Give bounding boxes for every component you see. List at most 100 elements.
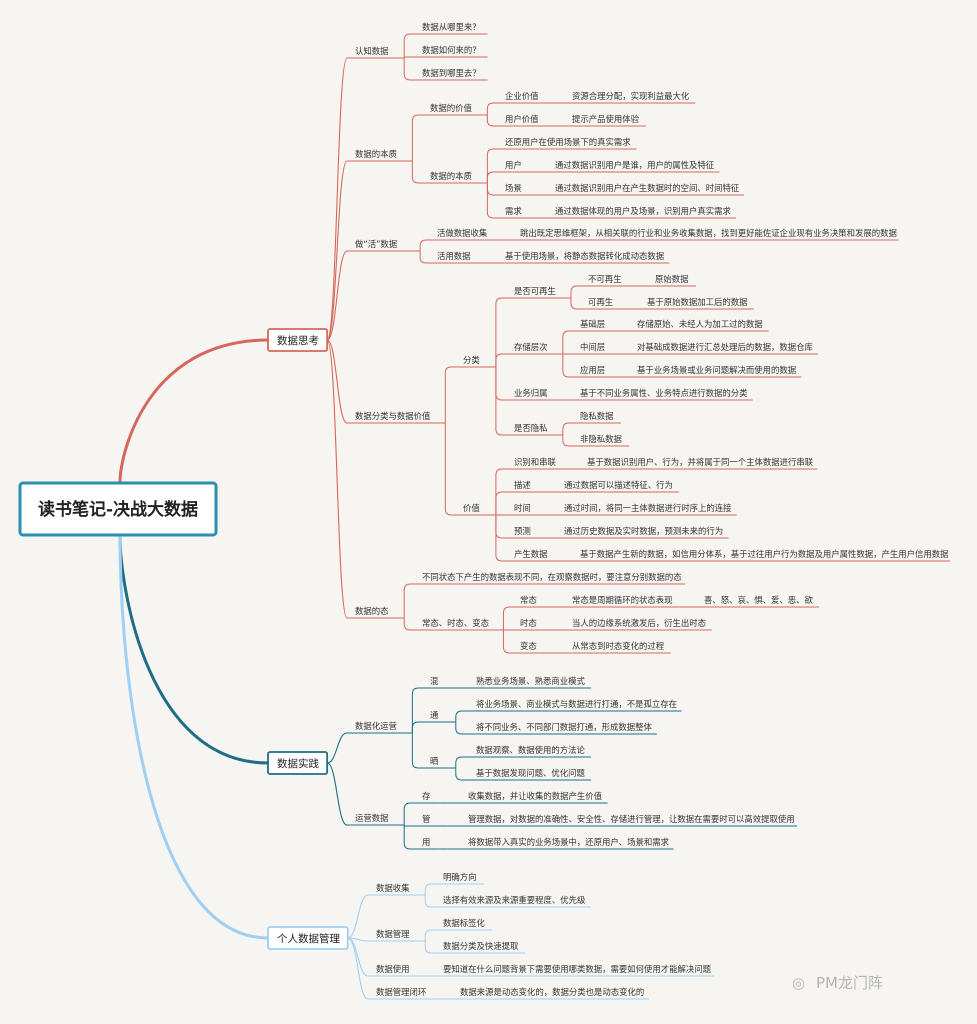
- node-label[interactable]: 存: [422, 791, 431, 801]
- node-label[interactable]: 提示产品使用体验: [572, 114, 640, 124]
- node-label[interactable]: 运营数据: [355, 813, 389, 823]
- node-label[interactable]: 做“活”数据: [355, 239, 398, 249]
- node-label[interactable]: 对基础成数据进行汇总处理后的数据，数据仓库: [637, 342, 813, 352]
- node-label[interactable]: 数据管理: [376, 929, 410, 939]
- node-label[interactable]: 存储原始、未经人为加工过的数据: [637, 319, 763, 329]
- node-label[interactable]: 用户价值: [505, 114, 539, 124]
- branch-label[interactable]: 个人数据管理: [277, 932, 340, 945]
- node-label[interactable]: 数据分类及快速提取: [443, 941, 519, 951]
- node-label[interactable]: 活用数据: [437, 251, 471, 261]
- node-label[interactable]: 基础层: [580, 319, 605, 329]
- node-label[interactable]: 通过数据可以描述特征、行为: [564, 480, 673, 490]
- node-label[interactable]: 数据到哪里去？: [422, 68, 481, 78]
- node-label[interactable]: 企业价值: [505, 91, 539, 101]
- node-label[interactable]: 跳出既定思维框架，从相关联的行业和业务收集数据，找到更好能佐证企业现有业务决策和…: [520, 228, 897, 238]
- node-label[interactable]: 基于业务场景或业务问题解决而使用的数据: [637, 365, 797, 375]
- node-label[interactable]: 通过数据识别用户是谁，用户的属性及特征: [555, 160, 715, 170]
- node-label[interactable]: 基于数据产生新的数据，如信用分体系，基于过往用户行为数据及用户属性数据，产生用户…: [580, 549, 949, 559]
- node-label[interactable]: 管理数据，对数据的准确性、安全性、存储进行管理，让数据在需要时可以高效提取使用: [468, 814, 795, 824]
- node-label[interactable]: 中间层: [580, 342, 605, 352]
- node-label[interactable]: 从常态到时态变化的过程: [572, 641, 665, 651]
- node-label[interactable]: 用: [422, 837, 430, 847]
- node-label[interactable]: 数据的本质: [355, 149, 397, 159]
- node-label[interactable]: 数据标签化: [443, 918, 485, 928]
- node-label[interactable]: 基于数据识别用户、行为，并将属于同一个主体数据进行串联: [587, 457, 814, 467]
- node-label[interactable]: 基于不同业务属性、业务特点进行数据的分类: [580, 388, 748, 398]
- root-title[interactable]: 读书笔记-决战大数据: [38, 499, 198, 520]
- node-label[interactable]: 熟悉业务场景、熟悉商业模式: [476, 676, 585, 686]
- node-label[interactable]: 通过时间，将同一主体数据进行时序上的连接: [564, 503, 732, 513]
- node-label[interactable]: 用户: [505, 160, 522, 170]
- node-label[interactable]: 数据化运营: [355, 721, 397, 731]
- node-label[interactable]: 通过数据识别用户在产生数据时的空间、时间特征: [555, 183, 740, 193]
- node-label[interactable]: 识别和串联: [514, 457, 556, 467]
- node-label[interactable]: 需求: [505, 206, 522, 216]
- main-branch-curve: [118, 534, 269, 765]
- node-label[interactable]: 应用层: [580, 365, 605, 375]
- node-label[interactable]: 可再生: [588, 297, 613, 307]
- node-label[interactable]: 时态: [520, 618, 537, 628]
- node-label[interactable]: 不可再生: [588, 274, 622, 284]
- node-label[interactable]: 预测: [514, 526, 531, 536]
- node-label[interactable]: 数据收集: [376, 883, 410, 893]
- node-label[interactable]: 是否隐私: [514, 423, 548, 433]
- node-label[interactable]: 存储层次: [514, 342, 548, 352]
- branch-label[interactable]: 数据思考: [277, 334, 319, 347]
- connector: [403, 583, 414, 618]
- node-label[interactable]: 数据观察、数据使用的方法论: [476, 745, 585, 755]
- node-label[interactable]: 收集数据，并让收集的数据产生价值: [468, 791, 603, 801]
- node-label[interactable]: 将不同业务、不同部门数据打通，形成数据整体: [476, 722, 652, 732]
- node-label[interactable]: 业务归属: [514, 388, 548, 398]
- node-label[interactable]: 描述: [514, 480, 531, 490]
- node-label[interactable]: 数据的态: [355, 606, 389, 616]
- node-label[interactable]: 活做数据收集: [437, 228, 488, 238]
- node-label[interactable]: 将数据带入真实的业务场景中，还原用户、场景和需求: [468, 837, 670, 847]
- connector: [495, 515, 506, 539]
- node-label[interactable]: 时间: [514, 503, 531, 513]
- node-label[interactable]: 将业务场景、商业模式与数据进行打通，不是孤立存在: [476, 699, 677, 709]
- node-label[interactable]: 要知道在什么问题背景下需要使用哪类数据，需要如何使用才能解决问题: [443, 964, 712, 974]
- node-label[interactable]: 常态: [520, 595, 537, 605]
- node-label[interactable]: 场景: [505, 183, 522, 193]
- node-label[interactable]: 数据从哪里来？: [422, 22, 481, 32]
- node-label[interactable]: 通过数据体现的用户及场景，识别用户真实需求: [555, 206, 731, 216]
- node-label[interactable]: 数据的价值: [430, 103, 472, 113]
- node-label[interactable]: 喜、怒、哀、惧、爱、恶、欲: [704, 595, 813, 605]
- node-label[interactable]: 管: [422, 814, 430, 824]
- connector: [444, 366, 455, 423]
- node-label[interactable]: 数据管理闭环: [376, 987, 426, 997]
- node-label[interactable]: 原始数据: [655, 274, 689, 284]
- node-label[interactable]: 晒: [430, 756, 438, 766]
- node-label[interactable]: 通过历史数据及实时数据，预测未来的行为: [564, 526, 723, 536]
- node-label[interactable]: 不同状态下产生的数据表现不同，在观察数据时，要注意分别数据的态: [422, 572, 682, 582]
- node-label[interactable]: 混: [430, 676, 439, 686]
- node-label[interactable]: 价值: [463, 503, 480, 513]
- node-label[interactable]: 当人的边缘系统激发后，衍生出时态: [572, 618, 707, 628]
- node-label[interactable]: 分类: [463, 355, 480, 365]
- node-label[interactable]: 数据分类与数据价值: [355, 411, 431, 421]
- node-label[interactable]: 常态是周期循环的状态表现: [572, 595, 673, 605]
- node-label[interactable]: 数据使用: [376, 964, 410, 974]
- node-label[interactable]: 数据的本质: [430, 171, 472, 181]
- node-label[interactable]: 非隐私数据: [580, 434, 622, 444]
- node-label[interactable]: 变态: [520, 641, 537, 651]
- node-label[interactable]: 是否可再生: [514, 286, 556, 296]
- node-label[interactable]: 基于原始数据加工后的数据: [647, 297, 748, 307]
- node-label[interactable]: 通: [430, 710, 439, 720]
- node-label[interactable]: 明确方向: [443, 872, 477, 882]
- node-label[interactable]: 隐私数据: [580, 411, 614, 421]
- node-label[interactable]: 产生数据: [514, 549, 548, 559]
- node-label[interactable]: 还原用户在使用场景下的真实需求: [505, 137, 631, 147]
- node-label[interactable]: 数据如何来的？: [422, 45, 481, 55]
- node-label[interactable]: 基于使用场景，将静态数据转化成动态数据: [505, 251, 665, 261]
- root-node-box: [18, 481, 218, 537]
- branch-label[interactable]: 数据实践: [277, 757, 319, 770]
- node-label[interactable]: 基于数据发现问题、优化问题: [476, 768, 585, 778]
- node-label[interactable]: 资源合理分配，实现利益最大化: [572, 91, 690, 101]
- connector: [495, 491, 506, 515]
- node-label[interactable]: 数据来源是动态变化的，数据分类也是动态变化的: [460, 987, 644, 997]
- node-label[interactable]: 常态、时态、变态: [422, 618, 490, 628]
- node-label[interactable]: 选择有效来源及来源重要程度、优先级: [443, 895, 586, 905]
- node-label[interactable]: 认知数据: [355, 46, 389, 56]
